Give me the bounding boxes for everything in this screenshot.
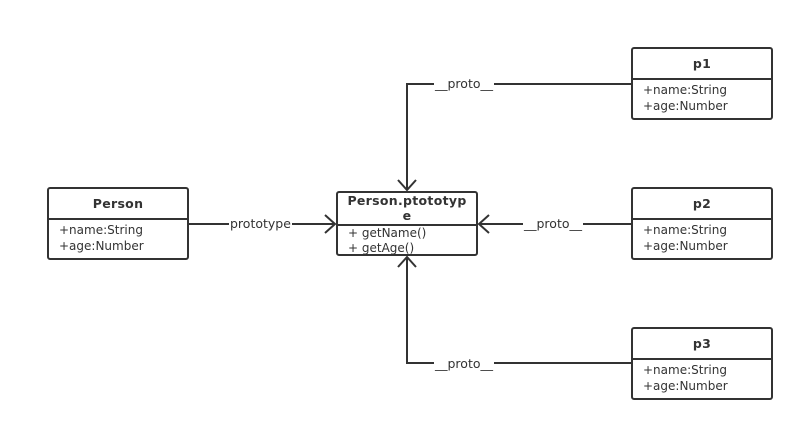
- class-prototype-member: + getAge(): [348, 241, 415, 255]
- class-prototype-member: + getName(): [348, 226, 427, 240]
- class-p2-member: +name:String: [643, 223, 727, 237]
- class-prototype-title-text: Person.ptototype: [347, 193, 467, 223]
- class-person-member: +name:String: [59, 223, 143, 237]
- class-p3[interactable]: p3 +name:String +age:Number: [631, 327, 773, 400]
- class-p2-member: +age:Number: [643, 239, 728, 253]
- arrowhead-p3-prototype: [397, 255, 417, 268]
- class-prototype-members: + getName() + getAge(): [338, 226, 476, 256]
- class-p1-title: p1: [633, 49, 771, 80]
- edge-label-prototype: prototype: [229, 216, 292, 231]
- arrowhead-p1-prototype: [397, 179, 417, 192]
- class-p2-members: +name:String +age:Number: [633, 220, 771, 254]
- edge-p3-prototype: [406, 257, 632, 364]
- class-p3-member: +name:String: [643, 363, 727, 377]
- class-prototype-title: Person.ptototype: [338, 193, 476, 226]
- class-person-prototype[interactable]: Person.ptototype + getName() + getAge(): [336, 191, 478, 256]
- edge-label-proto-p2: __proto__: [523, 216, 583, 231]
- edge-label-proto-p1: __proto__: [434, 76, 494, 91]
- class-p2-title: p2: [633, 189, 771, 220]
- edge-p1-prototype: [406, 83, 632, 190]
- class-p1-members: +name:String +age:Number: [633, 80, 771, 114]
- arrowhead-person-prototype: [324, 214, 337, 234]
- class-p2[interactable]: p2 +name:String +age:Number: [631, 187, 773, 260]
- class-p3-member: +age:Number: [643, 379, 728, 393]
- class-person-member: +age:Number: [59, 239, 144, 253]
- arrowhead-p2-prototype: [477, 214, 490, 234]
- class-person[interactable]: Person +name:String +age:Number: [47, 187, 189, 260]
- class-person-members: +name:String +age:Number: [49, 220, 187, 254]
- class-person-title: Person: [49, 189, 187, 220]
- edge-label-proto-p3: __proto__: [434, 356, 494, 371]
- class-p1[interactable]: p1 +name:String +age:Number: [631, 47, 773, 120]
- class-p3-title: p3: [633, 329, 771, 360]
- class-p3-members: +name:String +age:Number: [633, 360, 771, 394]
- class-p1-member: +age:Number: [643, 99, 728, 113]
- class-p1-member: +name:String: [643, 83, 727, 97]
